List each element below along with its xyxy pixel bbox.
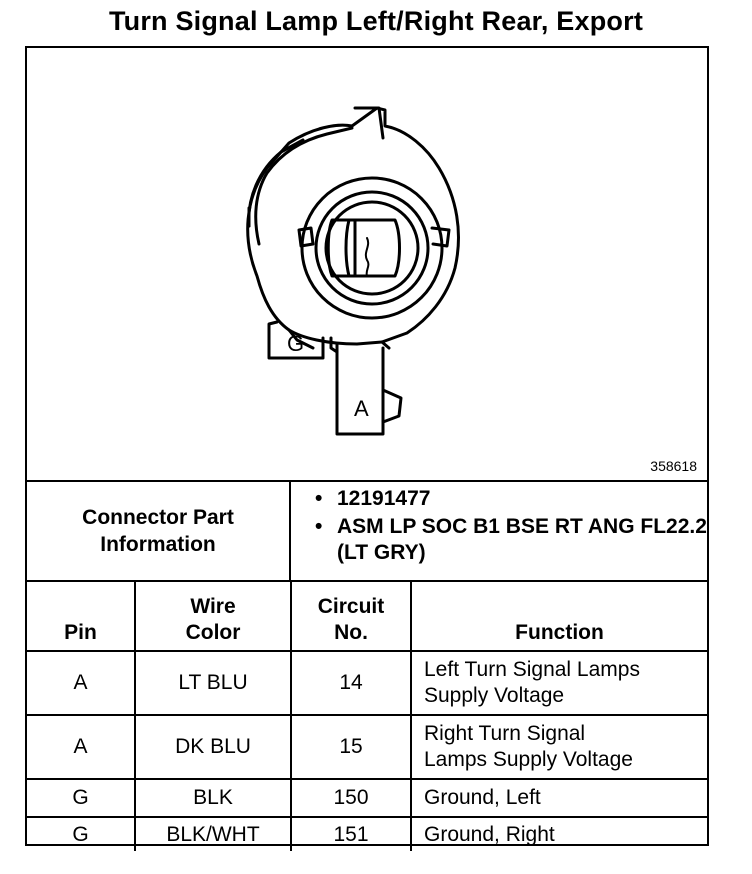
g-bracket <box>267 320 325 360</box>
cell-pin: A <box>27 714 136 780</box>
bulb-ring-outer <box>300 176 444 320</box>
cell-pin: A <box>27 650 136 716</box>
cell-wire: BLK <box>134 778 292 818</box>
terminal-label-a: A <box>354 396 369 421</box>
cell-pin: G <box>27 816 136 851</box>
socket-body-outline <box>246 106 460 346</box>
bulb-ring-mid <box>314 190 430 306</box>
cell-wire: BLK/WHT <box>134 816 292 851</box>
table-row: A DK BLU 15 Right Turn Signal Lamps Supp… <box>27 714 707 780</box>
connector-part-info-list: 12191477 ASM LP SOC B1 BSE RT ANG FL22.2… <box>291 484 707 566</box>
page-title: Turn Signal Lamp Left/Right Rear, Export <box>108 6 644 36</box>
left-tab <box>297 226 315 248</box>
connector-part-info: Connector Part Information 12191477 ASM … <box>27 480 707 580</box>
connector-illustration: G A <box>246 106 460 436</box>
socket-arm <box>254 126 354 246</box>
part-number: 12191477 <box>291 486 707 512</box>
cell-function: Right Turn Signal Lamps Supply Voltage <box>410 714 707 780</box>
cell-wire: DK BLU <box>134 714 292 780</box>
cell-pin: G <box>27 778 136 818</box>
pin-table-header: Pin Wire Color Circuit No. Function <box>27 580 707 652</box>
cell-wire: LT BLU <box>134 650 292 716</box>
bulb-ring-inner <box>324 200 420 296</box>
cell-circuit: 14 <box>290 650 412 716</box>
cell-function: Ground, Right <box>410 816 707 851</box>
cell-circuit: 15 <box>290 714 412 780</box>
cell-function: Ground, Left <box>410 778 707 818</box>
table-row: G BLK 150 Ground, Left <box>27 778 707 818</box>
part-description: ASM LP SOC B1 BSE RT ANG FL22.2 (LT GRY) <box>291 514 707 566</box>
figure-id: 358618 <box>650 458 697 474</box>
header-circuit: Circuit No. <box>290 580 412 652</box>
table-row: A LT BLU 14 Left Turn Signal Lamps Suppl… <box>27 650 707 716</box>
connector-part-info-label: Connector Part Information <box>27 482 291 580</box>
top-tab <box>353 106 385 140</box>
terminal-label-g: G <box>287 331 304 356</box>
table-row: G BLK/WHT 151 Ground, Right <box>27 816 707 851</box>
connector-diagram-frame: G A 358618 Connector Part Information 12… <box>25 46 709 851</box>
cell-function: Left Turn Signal Lamps Supply Voltage <box>410 650 707 716</box>
header-function: Function <box>410 580 707 652</box>
header-pin: Pin <box>27 580 136 652</box>
cell-circuit: 150 <box>290 778 412 818</box>
header-wire-color: Wire Color <box>134 580 292 652</box>
pin-table: Pin Wire Color Circuit No. Function A LT… <box>27 580 707 851</box>
cell-circuit: 151 <box>290 816 412 851</box>
